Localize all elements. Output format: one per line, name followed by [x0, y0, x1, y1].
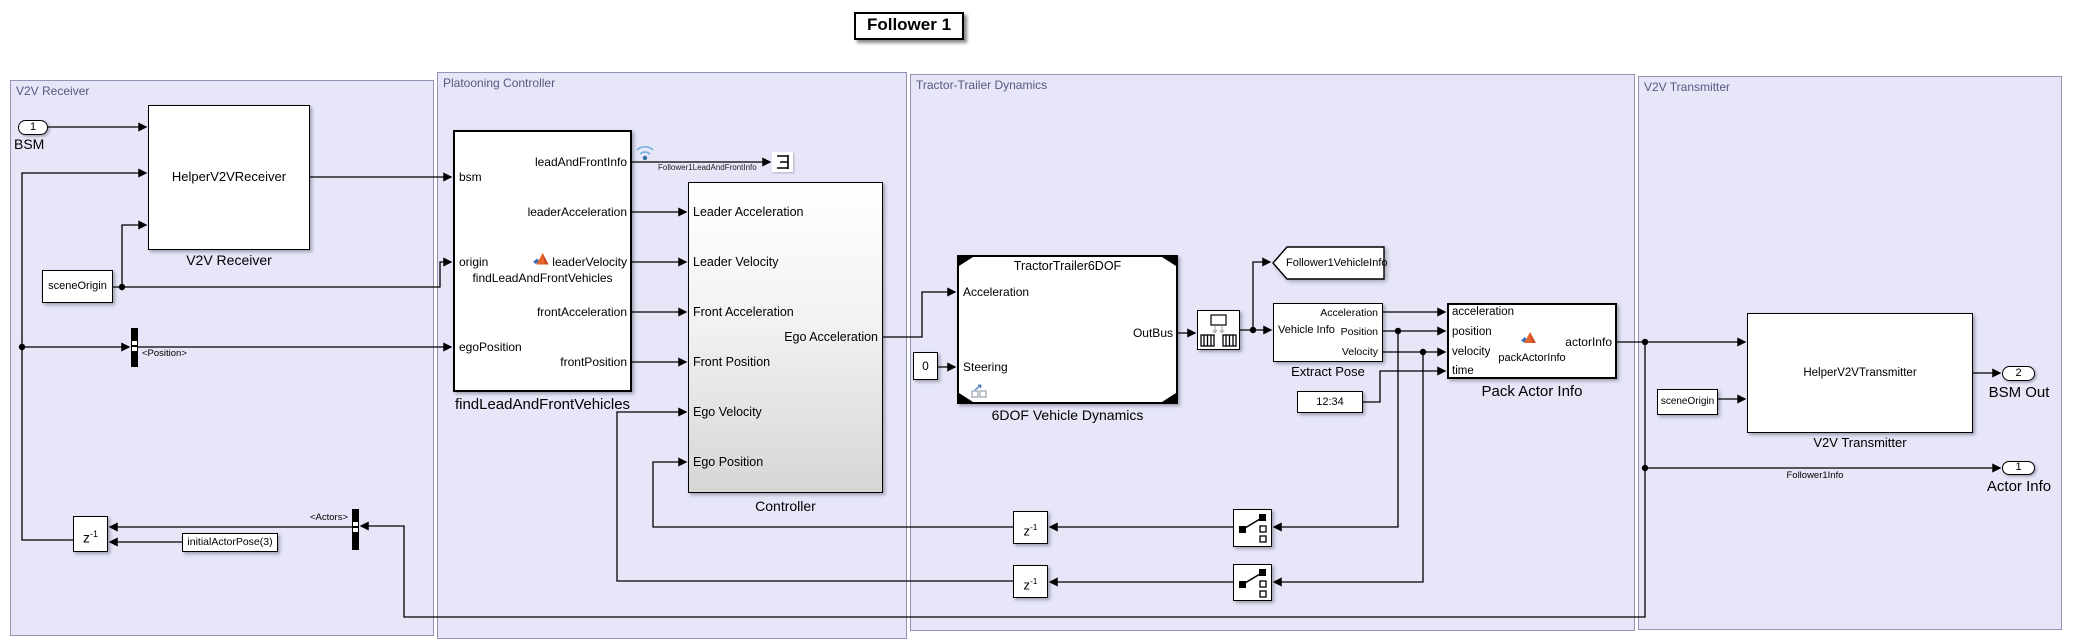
unit-delay-exp: -1: [1029, 522, 1038, 532]
outport-actor-number: 1: [2015, 461, 2022, 473]
find-block-name: findLeadAndFrontVehicles: [454, 396, 631, 413]
extract-pose-port-position: Position: [1340, 326, 1378, 338]
helper-v2v-receiver-title: HelperV2VReceiver: [171, 169, 287, 184]
initial-actor-pose-label: initialActorPose(3): [187, 536, 273, 548]
controller-port-ego-acceleration: Ego Acceleration: [784, 330, 878, 344]
manual-switch-velocity[interactable]: [1233, 564, 1272, 601]
pack-port-time: time: [1452, 365, 1474, 377]
unit-delay-exp: -1: [89, 529, 98, 539]
find-port-frontposition: frontPosition: [560, 355, 627, 369]
helper-v2v-receiver-name: V2V Receiver: [186, 252, 272, 268]
region-label-platooning-controller: Platooning Controller: [443, 76, 556, 90]
tractor6dof-port-steering: Steering: [963, 360, 1008, 374]
helper-v2v-transmitter-title: HelperV2VTransmitter: [1803, 367, 1917, 379]
find-port-leaderacceleration: leaderAcceleration: [527, 205, 627, 219]
pack-port-acceleration: acceleration: [1452, 306, 1515, 318]
goto-tag-label: Follower1VehicleInfo: [1286, 257, 1388, 269]
follower1info-signal-label: Follower1Info: [1786, 470, 1844, 481]
region-label-v2v-receiver: V2V Receiver: [16, 84, 90, 98]
find-port-leadervelocity: leaderVelocity: [552, 255, 627, 269]
outport-bsm-out-label: BSM Out: [1988, 384, 2050, 401]
goto-tag-follower1vehicleinfo[interactable]: Follower1VehicleInfo: [1272, 246, 1388, 280]
inport-bsm[interactable]: 1: [18, 120, 48, 135]
find-port-frontacceleration: frontAcceleration: [536, 305, 627, 319]
tractor6dof-port-outbus: OutBus: [1132, 326, 1173, 340]
matlab-logo-icon: [533, 252, 550, 273]
out-bus-element-block[interactable]: [772, 152, 793, 172]
scene-origin-label: sceneOrigin: [1660, 396, 1715, 407]
region-label-tractor-trailer: Tractor-Trailer Dynamics: [916, 78, 1048, 92]
bus-conversion-icon: [1200, 314, 1237, 347]
lead-info-signal-label: Follower1LeadAndFrontInfo: [658, 163, 757, 172]
controller-port-front-acceleration: Front Acceleration: [693, 305, 794, 319]
constant-zero-block[interactable]: 0: [913, 352, 938, 380]
controller-port-ego-velocity: Ego Velocity: [693, 405, 762, 419]
pack-port-position: position: [1452, 326, 1492, 338]
scene-origin-constant[interactable]: sceneOrigin: [42, 270, 113, 303]
model-reference-corners: [959, 257, 1176, 402]
find-port-leadandfrontinfo: leadAndFrontInfo: [534, 155, 627, 169]
helper-v2v-receiver-block[interactable]: [148, 105, 310, 250]
scene-origin-label: sceneOrigin: [48, 280, 107, 292]
constant-zero-value: 0: [922, 359, 929, 373]
unit-delay-velocity-fb[interactable]: z-1: [1013, 565, 1048, 598]
model-ref-icon: [971, 384, 987, 398]
unit-delay-actors[interactable]: z-1: [73, 516, 108, 552]
outport-bsm-number: 2: [2015, 367, 2022, 379]
unit-delay-z: z: [82, 529, 90, 546]
pack-port-velocity: velocity: [1452, 346, 1491, 358]
controller-port-front-position: Front Position: [693, 355, 771, 369]
outport-actor-info-label: Actor Info: [1986, 478, 2052, 495]
controller-port-ego-position: Ego Position: [693, 455, 764, 469]
extract-pose-name: Extract Pose: [1291, 364, 1365, 379]
helper-v2v-transmitter-name: V2V Transmitter: [1813, 435, 1907, 450]
manual-switch-position[interactable]: [1233, 509, 1272, 547]
find-port-origin: origin: [459, 255, 489, 269]
extract-pose-port-acceleration: Acceleration: [1320, 307, 1378, 319]
actors-selector-label: <Actors>: [309, 512, 348, 523]
find-fn-label: findLeadAndFrontVehicles: [472, 271, 613, 285]
manual-switch-icon: [1239, 514, 1267, 543]
scene-origin-constant-tx[interactable]: sceneOrigin: [1657, 389, 1718, 415]
pack-actor-info-name: Pack Actor Info: [1481, 383, 1583, 400]
extract-pose-port-velocity: Velocity: [1341, 346, 1378, 358]
controller-port-leader-acceleration: Leader Acceleration: [693, 205, 804, 219]
position-selector-label: <Position>: [142, 348, 187, 359]
inport-bsm-number: 1: [29, 121, 37, 133]
matlab-logo-icon: [1521, 331, 1537, 351]
bus-conversion-block[interactable]: [1197, 310, 1240, 350]
controller-port-leader-velocity: Leader Velocity: [693, 255, 779, 269]
model-title: Follower 1: [854, 12, 964, 40]
tractor6dof-title: TractorTrailer6DOF: [1013, 259, 1122, 273]
digital-clock-value: 12:34: [1316, 396, 1344, 408]
initial-actor-pose-block[interactable]: initialActorPose(3): [182, 533, 278, 552]
tractor6dof-name: 6DOF Vehicle Dynamics: [991, 407, 1144, 423]
controller-block-name: Controller: [755, 498, 816, 514]
find-port-egoposition: egoPosition: [459, 340, 522, 354]
unit-delay-exp: -1: [1029, 576, 1038, 586]
inport-bsm-label: BSM: [14, 136, 45, 152]
region-label-v2v-transmitter: V2V Transmitter: [1644, 80, 1731, 94]
pack-port-actorinfo: actorInfo: [1565, 335, 1612, 349]
tractor-trailer-6dof-block[interactable]: [957, 255, 1178, 404]
pack-fn-label: packActorInfo: [1498, 352, 1566, 364]
outport-actor-info[interactable]: 1: [2002, 461, 2035, 475]
unit-delay-position-fb[interactable]: z-1: [1013, 511, 1048, 544]
digital-clock-block[interactable]: 12:34: [1297, 391, 1363, 413]
tractor6dof-port-acceleration: Acceleration: [963, 285, 1030, 299]
manual-switch-icon: [1239, 569, 1267, 598]
bus-element-icon: [777, 155, 789, 169]
outport-bsm-out[interactable]: 2: [2002, 366, 2035, 381]
find-port-bsm: bsm: [459, 170, 482, 184]
